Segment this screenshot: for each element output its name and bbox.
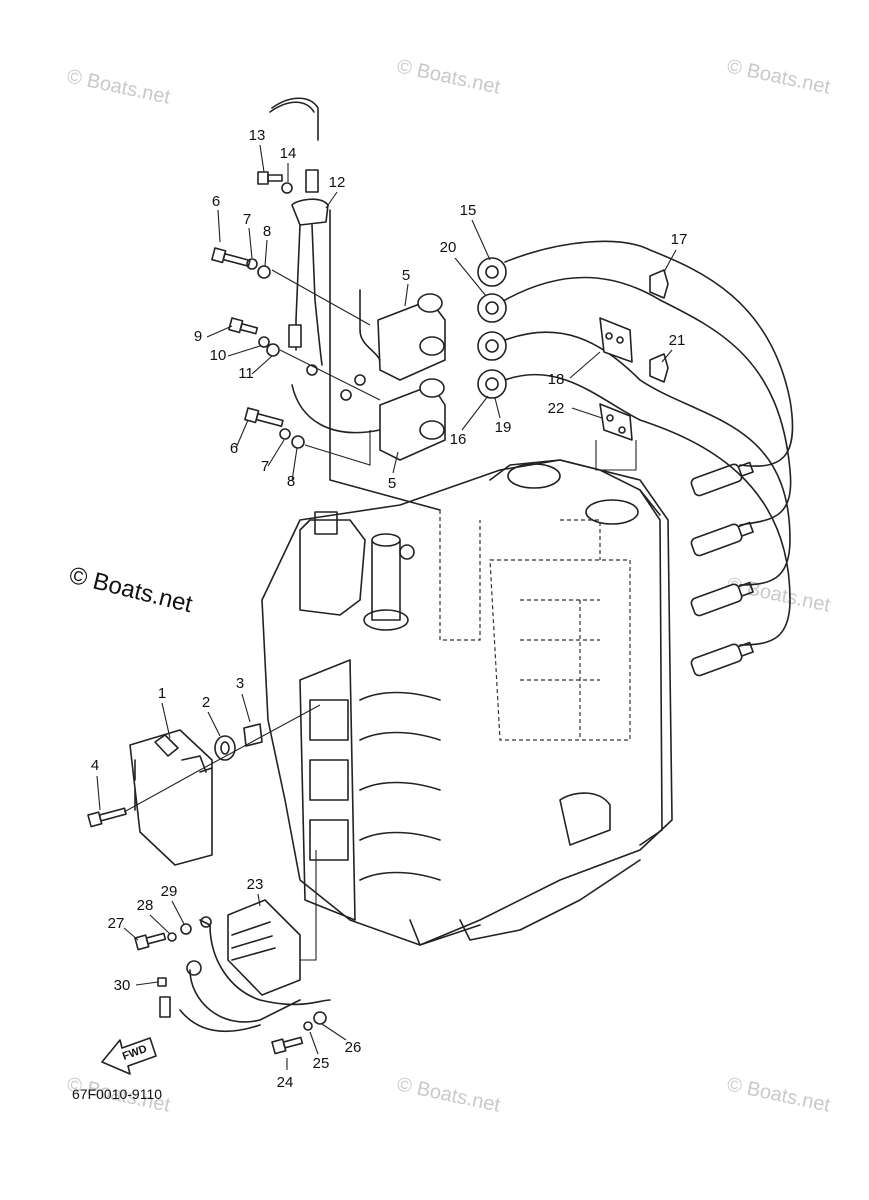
callout-8-top: 8: [263, 223, 271, 240]
callout-14: 14: [280, 145, 297, 162]
callout-4: 4: [91, 757, 99, 774]
callout-7-bottom: 7: [261, 458, 269, 475]
callout-25: 25: [313, 1055, 330, 1072]
callout-16: 16: [450, 431, 467, 448]
callout-17: 17: [671, 231, 688, 248]
callout-9: 9: [194, 328, 202, 345]
callout-29: 29: [161, 883, 178, 900]
callout-15: 15: [460, 202, 477, 219]
callout-12: 12: [329, 174, 346, 191]
callout-26: 26: [345, 1039, 362, 1056]
callout-5-top: 5: [402, 267, 410, 284]
watermark-top-right: © Boats.net: [725, 55, 833, 98]
callout-8-bottom: 8: [287, 473, 295, 490]
fasteners-left: [211, 171, 381, 466]
callout-21: 21: [669, 332, 686, 349]
rectifier-regulator: [134, 850, 331, 1055]
callout-6-top: 6: [212, 193, 220, 210]
ignition-coils: [291, 289, 446, 461]
callout-22: 22: [548, 400, 565, 417]
cord-holders-brackets: [595, 269, 669, 471]
callout-24: 24: [277, 1074, 294, 1091]
callout-11: 11: [238, 365, 254, 382]
callout-20: 20: [440, 239, 457, 256]
watermark-top-left: © Boats.net: [65, 65, 173, 108]
callout-23: 23: [247, 876, 264, 893]
callout-28: 28: [137, 897, 154, 914]
watermark-bottom-right: © Boats.net: [725, 1073, 833, 1116]
callout-7-top: 7: [243, 211, 251, 228]
wire-harness: [269, 97, 441, 511]
callout-3: 3: [236, 675, 244, 692]
cdi-unit: [87, 704, 321, 866]
callout-10: 10: [210, 347, 227, 364]
callout-2: 2: [202, 694, 210, 711]
callout-6-bottom: 6: [230, 440, 238, 457]
callout-13: 13: [249, 127, 266, 144]
fwd-arrow: FWD: [101, 1037, 157, 1075]
callout-5-bottom: 5: [388, 475, 396, 492]
callout-18: 18: [548, 371, 565, 388]
watermark-top-center: © Boats.net: [395, 55, 503, 98]
watermark-large: © Boats.net: [67, 562, 196, 619]
high-tension-cords: [477, 240, 794, 646]
callout-27: 27: [108, 915, 125, 932]
engine-block: [261, 459, 673, 946]
callout-19: 19: [495, 419, 512, 436]
callout-leaders: [96, 144, 677, 1070]
watermark-bottom-center: © Boats.net: [395, 1073, 503, 1116]
callout-30: 30: [114, 977, 131, 994]
part-code: 67F0010-9110: [72, 1086, 162, 1102]
callout-1: 1: [158, 685, 166, 702]
callout-labels: 1 2 3 4 5 5 6 6 7 7 8 8 9 10 11 12 13 14…: [91, 127, 688, 1091]
